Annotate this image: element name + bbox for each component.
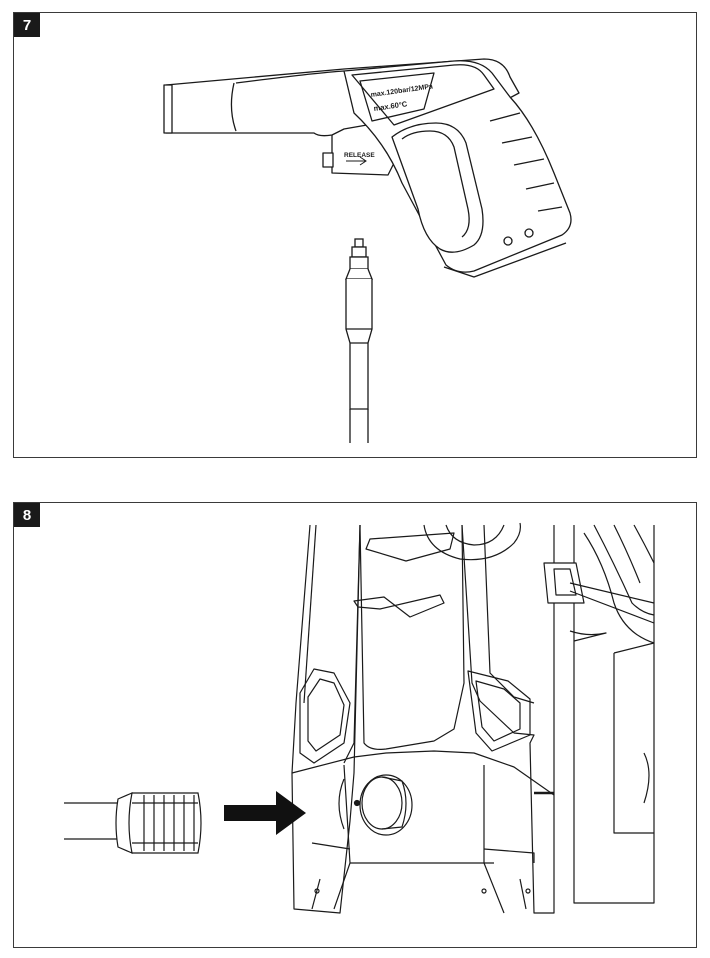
figure-7-number: 7 [14,13,40,37]
release-marking: RELEASE [344,152,375,166]
figure-8-panel: 8 [13,502,697,948]
hose-connector-icon [345,238,373,443]
release-label: RELEASE [344,152,375,159]
figure-8-number: 8 [14,503,40,527]
spray-gun-icon [163,58,572,278]
release-arrow-icon [346,156,367,166]
figure-7-panel: 7 [13,12,697,458]
pressure-washer-icon [291,522,655,914]
figure-8-drawing [64,522,655,914]
hose-nut-icon [115,792,202,854]
insertion-arrow-icon [224,791,306,835]
figure-7-drawing: max.120bar/12MPa max.60°C RELEASE [163,58,572,443]
